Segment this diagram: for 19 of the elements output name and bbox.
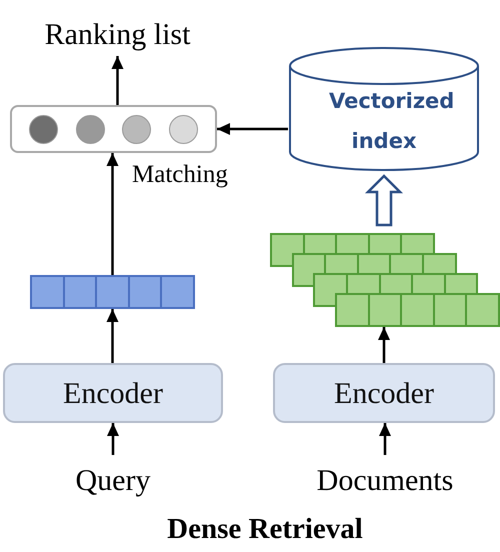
hollow-arrow (364, 174, 404, 226)
matching-panel (10, 105, 217, 153)
arrow (217, 123, 288, 135)
arrow (379, 423, 391, 455)
input-label: Query (53, 455, 173, 505)
arrow (106, 309, 118, 363)
input-label: Documents (300, 455, 470, 505)
input-label: Ranking list (35, 12, 200, 56)
database-cylinder: Vectorized index (288, 46, 480, 172)
arrow (107, 423, 119, 455)
document-vectors (270, 233, 500, 327)
encoder-box: Encoder (3, 363, 223, 423)
encoder-box: Encoder (273, 363, 495, 423)
arrow (378, 327, 390, 363)
query-vector (30, 275, 195, 309)
arrow (112, 56, 124, 105)
diagram-caption: Dense Retrieval (166, 515, 364, 544)
arrow (106, 153, 118, 275)
step-label: Matching (132, 162, 228, 187)
